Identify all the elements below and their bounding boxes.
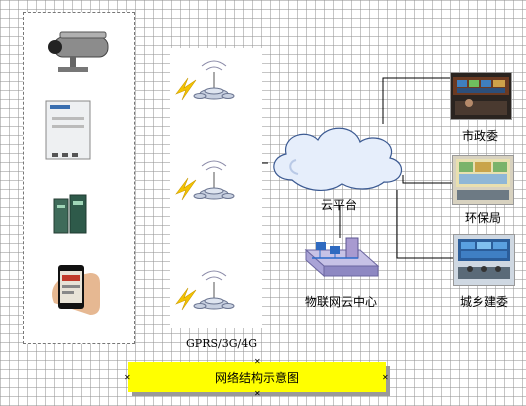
iot-center-icon xyxy=(304,237,380,278)
industrial-gateway-icon xyxy=(53,194,87,234)
devices-panel xyxy=(23,12,135,344)
endpoint-label-2: 环保局 xyxy=(465,211,502,225)
data-terminal-box-icon xyxy=(45,100,91,160)
diagram-title: 网络结构示意图 xyxy=(128,362,386,392)
cloud-platform-icon xyxy=(273,127,402,191)
smartphone-icon xyxy=(52,265,100,315)
base-station-icon-3 xyxy=(175,270,235,311)
control-room-photo-2 xyxy=(452,155,514,205)
surveillance-camera-icon xyxy=(48,31,109,72)
base-station-icon-2 xyxy=(175,160,235,201)
resize-handle-left[interactable]: ✕ xyxy=(124,373,131,382)
resize-handle-top[interactable]: ✕ xyxy=(254,357,261,366)
endpoint-label-1: 市政委 xyxy=(462,129,499,143)
devices-illustration xyxy=(45,31,109,315)
endpoint-label-3: 城乡建委 xyxy=(460,295,509,309)
control-room-photo-1 xyxy=(450,72,512,120)
control-room-photo-3 xyxy=(453,234,515,286)
resize-handle-bottom[interactable]: ✕ xyxy=(254,389,261,398)
cloud-platform-label: 云平台 xyxy=(321,198,358,212)
iot-center-label: 物联网云中心 xyxy=(305,295,378,309)
resize-handle-right[interactable]: ✕ xyxy=(382,373,389,382)
base-station-illustration xyxy=(175,60,235,311)
base-station-icon-1 xyxy=(175,60,235,101)
base-station-panel xyxy=(170,48,262,328)
network-label: GPRS/3G/4G xyxy=(186,337,257,350)
